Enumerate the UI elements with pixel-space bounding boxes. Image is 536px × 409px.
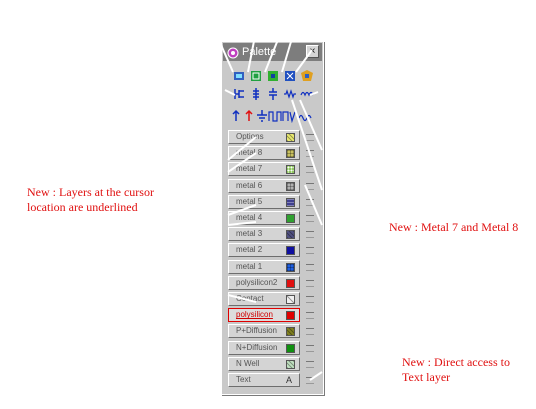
resistor-icon[interactable] — [283, 87, 297, 101]
layer-row[interactable]: polysilicon — [228, 308, 300, 323]
layer-label: metal 4 — [236, 213, 263, 222]
layer-row[interactable]: metal 2 — [228, 243, 300, 258]
layer-swatch[interactable] — [286, 133, 295, 142]
layer-label: Text — [236, 375, 251, 384]
transistor-pmos-icon[interactable] — [249, 87, 263, 101]
layer-label: metal 2 — [236, 245, 263, 255]
via-icon[interactable] — [266, 69, 280, 83]
layer-row[interactable]: metal 3 — [228, 227, 300, 242]
layer-row[interactable]: polysilicon2 — [228, 275, 300, 290]
annotation-text-layer: New : Direct access to Text layer — [402, 355, 510, 384]
clock-icon[interactable] — [298, 109, 312, 123]
layer-label: P+Diffusion — [236, 326, 277, 336]
layer-side-toggle[interactable] — [306, 215, 314, 222]
layer-swatch[interactable] — [286, 197, 295, 207]
layer-swatch[interactable] — [286, 165, 295, 175]
layer-side-toggle[interactable] — [306, 377, 314, 384]
layer-label: metal 7 — [236, 164, 263, 174]
layer-label: Options — [236, 132, 264, 141]
layer-side-toggle[interactable] — [306, 166, 314, 174]
layer-side-toggle[interactable] — [306, 296, 314, 303]
shield-icon[interactable] — [300, 69, 314, 83]
layer-row[interactable]: Contact — [228, 292, 300, 306]
layer-side-toggle[interactable] — [306, 344, 314, 352]
annotation-layers-underlined: New : Layers at the cursor location are … — [27, 185, 154, 214]
layer-swatch[interactable] — [286, 327, 295, 337]
layer-label: metal 3 — [236, 229, 263, 239]
select-icon[interactable] — [232, 69, 246, 83]
layer-row[interactable]: metal 8 — [228, 146, 300, 161]
layer-row[interactable]: N+Diffusion — [228, 340, 300, 355]
layer-row[interactable]: metal 5 — [228, 194, 300, 209]
wave-icon[interactable] — [282, 109, 296, 123]
annotation-metal-7-8: New : Metal 7 and Metal 8 — [389, 220, 519, 234]
layer-label: polysilicon — [236, 310, 273, 320]
layer-swatch[interactable] — [286, 230, 295, 240]
layer-side-toggle[interactable] — [306, 134, 314, 141]
layer-swatch[interactable] — [286, 149, 295, 159]
layer-swatch[interactable] — [286, 246, 295, 256]
layer-row[interactable]: P+Diffusion — [228, 324, 300, 339]
layer-label: metal 1 — [236, 261, 263, 271]
layer-side-toggle[interactable] — [306, 328, 314, 336]
layer-swatch[interactable] — [286, 343, 295, 353]
layer-side-toggle[interactable] — [306, 182, 314, 190]
layer-swatch[interactable] — [286, 278, 295, 288]
vdd-icon[interactable] — [229, 109, 243, 123]
layer-side-toggle[interactable] — [306, 312, 314, 320]
inductor-icon[interactable] — [300, 87, 314, 101]
layer-swatch[interactable] — [286, 359, 295, 369]
pad-icon[interactable] — [283, 69, 297, 83]
layer-side-toggle[interactable] — [306, 263, 314, 271]
layer-row[interactable]: N Well — [228, 356, 300, 371]
layer-swatch[interactable] — [286, 295, 295, 304]
layer-side-toggle[interactable] — [306, 247, 314, 255]
layer-swatch[interactable] — [286, 311, 295, 321]
layer-row[interactable]: metal 6 — [228, 178, 300, 193]
layer-label: metal 8 — [236, 148, 263, 158]
pulse-icon[interactable] — [268, 109, 282, 123]
palette-window: Palette × — [221, 41, 324, 395]
layer-label: N+Diffusion — [236, 342, 278, 352]
layer-row[interactable]: metal 1 — [228, 259, 300, 274]
layer-swatch[interactable]: A — [286, 375, 293, 385]
layer-side-toggle[interactable] — [306, 360, 314, 368]
layer-row[interactable]: Text A — [228, 373, 300, 387]
layer-swatch[interactable] — [286, 262, 295, 272]
layer-row[interactable]: metal 7 — [228, 162, 300, 177]
vss-icon[interactable] — [242, 109, 256, 123]
contact-icon[interactable] — [249, 69, 263, 83]
layer-swatch[interactable] — [286, 181, 295, 191]
layer-side-toggle[interactable] — [306, 231, 314, 239]
layer-label: polysilicon2 — [236, 277, 278, 287]
layer-label: Contact — [236, 294, 264, 303]
layer-label: metal 5 — [236, 196, 263, 206]
palette-app-icon — [227, 46, 239, 59]
layer-label: N Well — [236, 358, 260, 368]
capacitor-icon[interactable] — [266, 87, 280, 101]
layer-row[interactable]: metal 4 — [228, 211, 300, 225]
layer-row[interactable]: Options — [228, 130, 300, 144]
layer-label: metal 6 — [236, 180, 263, 190]
ground-icon[interactable] — [255, 109, 269, 123]
layer-side-toggle[interactable] — [306, 279, 314, 287]
layer-swatch[interactable] — [286, 214, 295, 223]
